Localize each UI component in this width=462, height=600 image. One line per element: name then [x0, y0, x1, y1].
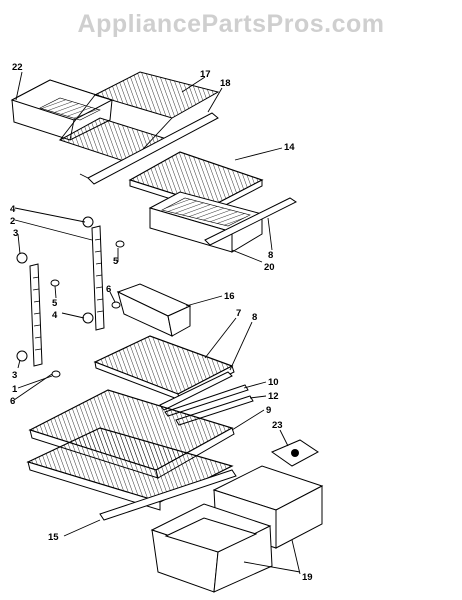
leader-lines [13, 71, 301, 575]
callout-8-lower: 8 [252, 312, 257, 323]
bottom-shelf-frame [26, 427, 237, 521]
callout-1: 1 [12, 384, 18, 395]
callout-labels: 22 17 18 14 8 20 4 2 3 5 5 4 6 16 7 8 3 … [10, 62, 313, 583]
middle-wire-shelf [93, 335, 235, 411]
shelf-rail [79, 112, 219, 185]
callout-20: 20 [264, 262, 275, 273]
callout-8-upper: 8 [268, 250, 273, 261]
crisper-cover-piece [270, 439, 319, 467]
callout-5-upper: 5 [113, 256, 119, 267]
callout-12: 12 [268, 391, 279, 402]
callout-17: 17 [200, 69, 211, 80]
callout-23: 23 [272, 420, 283, 431]
callout-10: 10 [268, 377, 279, 388]
callout-3-upper: 3 [13, 228, 18, 239]
shelf-ladder-lower [29, 263, 43, 367]
callout-14: 14 [284, 142, 295, 153]
shelf-ladder-upper [91, 225, 105, 331]
watermark: AppliancePartsPros.com [77, 10, 385, 38]
callout-16: 16 [224, 291, 235, 302]
callout-9: 9 [266, 405, 271, 416]
callout-3-lower: 3 [12, 370, 17, 381]
callout-4-upper: 4 [10, 204, 16, 215]
callout-5-lower: 5 [52, 298, 58, 309]
callout-22: 22 [12, 62, 23, 73]
meat-drawer [148, 191, 297, 253]
utility-bin [116, 283, 192, 337]
callout-15: 15 [48, 532, 59, 543]
callout-2: 2 [10, 216, 15, 227]
crisper-drawers [150, 465, 324, 593]
callout-6-lower: 6 [10, 396, 15, 407]
callout-4-lower: 4 [52, 310, 58, 321]
callout-6-upper: 6 [106, 284, 111, 295]
callout-7: 7 [236, 308, 241, 319]
hardware-parts [16, 216, 125, 378]
callout-18: 18 [220, 78, 231, 89]
callout-19: 19 [302, 572, 313, 583]
